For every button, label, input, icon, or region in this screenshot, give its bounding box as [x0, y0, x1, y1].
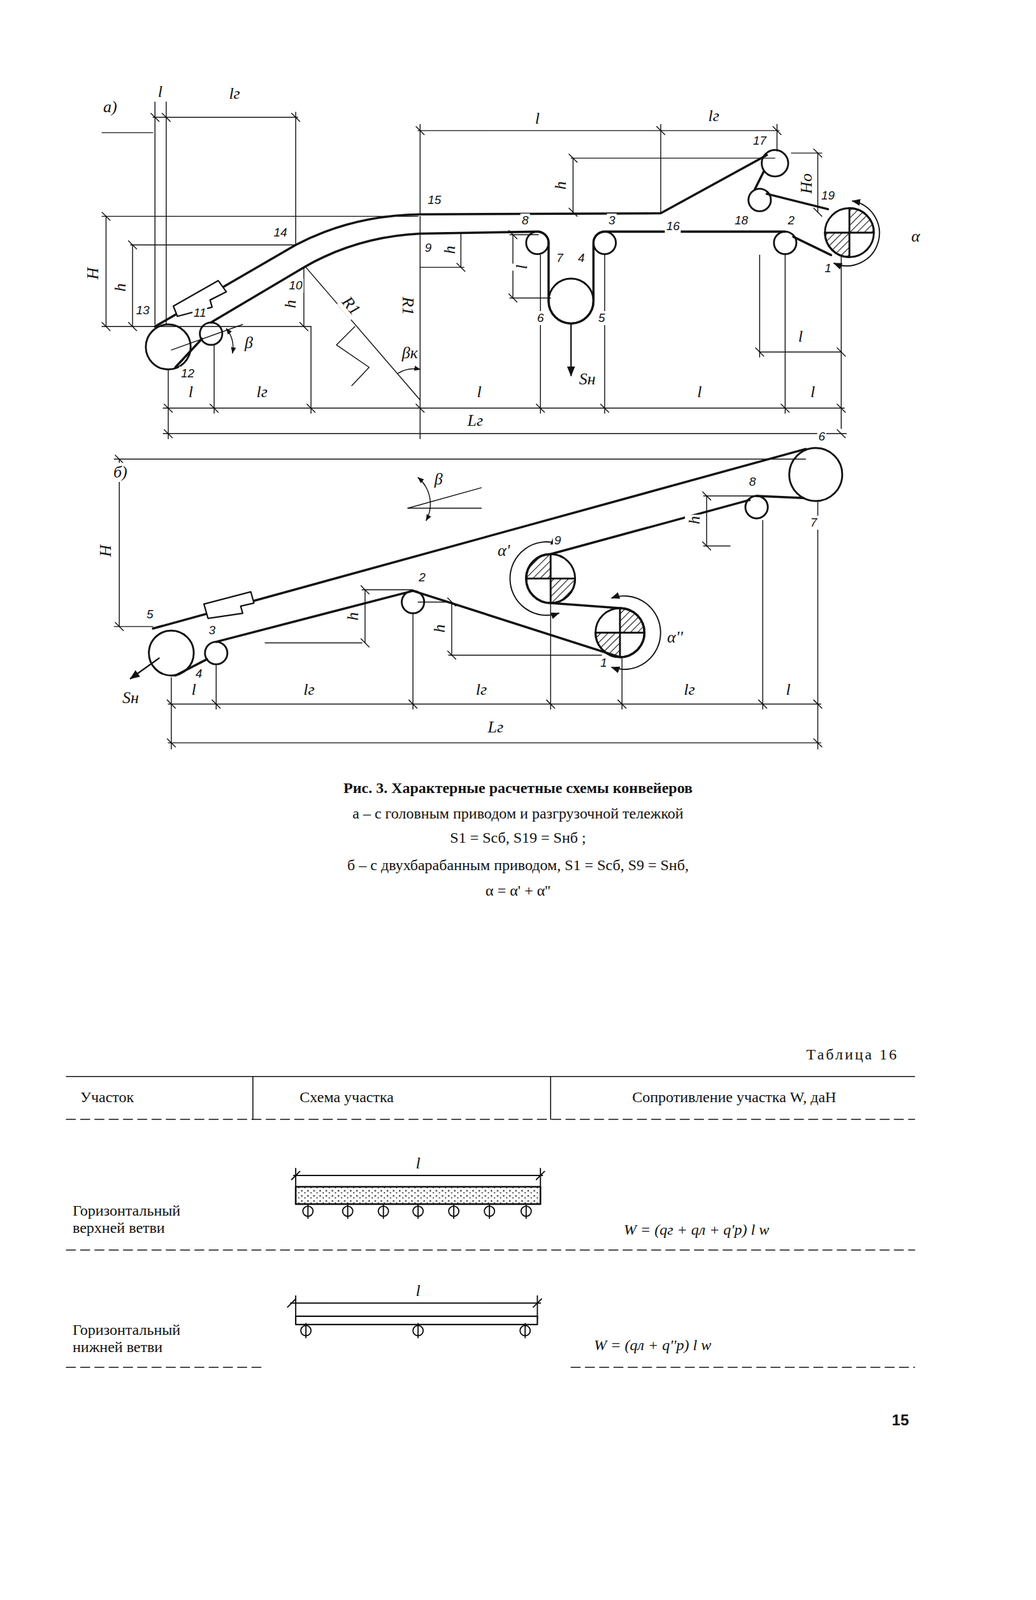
point-number: 5	[597, 310, 607, 325]
point-number: 5	[145, 607, 155, 622]
belt	[152, 448, 806, 675]
point-number: 11	[192, 305, 208, 320]
dimension-symbol: l	[156, 82, 164, 102]
dimension-symbol: h	[280, 298, 301, 310]
dimension-symbol: lг	[227, 84, 241, 104]
point-number: 2	[417, 570, 427, 585]
dimension-symbol: β	[433, 469, 445, 489]
dimension-symbol: R1	[398, 295, 418, 317]
dimension-symbol: H	[96, 543, 116, 559]
dimension-symbol: α'	[496, 540, 511, 561]
dimension-symbol: l	[809, 382, 817, 402]
dimension-symbol: Sн	[121, 688, 141, 708]
dimension-symbol: α	[909, 226, 922, 246]
dimension-symbol: R1	[336, 291, 365, 320]
figure-caption: Рис. 3. Характерные расчетные схемы конв…	[343, 778, 693, 796]
belt	[154, 154, 831, 367]
table-header: Сопротивление участка W, даН	[630, 1087, 838, 1105]
dimension-symbol: lг	[707, 106, 721, 126]
point-number: 12	[179, 366, 196, 381]
point-number: 9	[423, 240, 434, 255]
drums	[145, 149, 875, 369]
dimension-symbol: Lг	[486, 717, 505, 737]
dimension-symbol: h	[430, 623, 450, 634]
dimension-symbol: h	[440, 244, 460, 256]
page-number: 15	[890, 1410, 911, 1429]
dimension-symbol: βк	[400, 343, 420, 363]
table-header: Схема участка	[298, 1087, 396, 1105]
table-title: Таблица 16	[805, 1044, 901, 1063]
point-number: 4	[194, 666, 204, 681]
segment-scheme	[287, 1167, 545, 1338]
dimension-symbol: Sн	[577, 369, 598, 389]
point-number: 6	[817, 429, 828, 444]
point-number: 6	[535, 310, 546, 325]
caption-line: а – с головным приводом и разгрузочной т…	[351, 804, 685, 822]
point-number: 13	[134, 303, 151, 318]
point-number: 8	[520, 213, 531, 228]
point-number: 10	[287, 278, 304, 293]
point-number: 1	[598, 655, 609, 670]
dimension-symbol: lг	[302, 679, 316, 699]
dimension-symbol: lг	[255, 382, 269, 402]
dimension-symbol: h	[684, 514, 705, 526]
point-number: 17	[751, 133, 768, 148]
dimension-symbol: lг	[682, 679, 696, 699]
point-number: 3	[607, 213, 617, 228]
dimension-symbol: Hо	[797, 172, 817, 195]
point-number: 19	[820, 188, 836, 203]
table-cell: Горизонтальный нижней ветви	[71, 1320, 234, 1356]
caption-line: α = α' + α''	[484, 881, 552, 900]
dimension-symbol: l	[189, 679, 197, 699]
dimension-symbol: l	[187, 382, 195, 402]
table-cell: Горизонтальный верхней ветви	[71, 1201, 234, 1237]
point-number: 3	[207, 623, 218, 638]
point-number: 4	[576, 251, 587, 266]
dimension-symbol: lг	[474, 679, 489, 699]
formula: W = (qл + q''р) l w	[592, 1335, 713, 1353]
table-rules	[66, 1076, 915, 1367]
dimension-symbol: l	[414, 1153, 422, 1173]
table-header: Участок	[79, 1087, 136, 1105]
point-number: 8	[748, 474, 758, 489]
caption-line: б – с двухбарабанным приводом, S1 = Sсб,…	[345, 856, 691, 874]
point-number: 18	[733, 213, 750, 228]
dimension-symbol: h	[343, 610, 363, 622]
point-number: 15	[426, 193, 443, 208]
point-number: 9	[553, 533, 563, 548]
caption-line: S1 = Sсб, S19 = Sнб ;	[448, 828, 587, 847]
point-number: 7	[554, 251, 565, 266]
dimension-symbol: l	[475, 382, 483, 402]
point-number: 1	[823, 261, 833, 276]
point-number: 16	[665, 219, 682, 234]
dimension-symbol: β	[243, 333, 255, 353]
dimension-symbol: l	[695, 382, 703, 402]
point-number: 7	[809, 515, 819, 530]
dimension-symbol: α''	[665, 627, 685, 647]
formula: W = (qг + qл + q'р) l w	[622, 1220, 771, 1238]
dimension-symbol: б)	[112, 462, 129, 482]
dimension-symbol: l	[784, 679, 792, 699]
point-number: 2	[786, 213, 797, 228]
dimension-symbol: l	[533, 108, 541, 129]
dimension-symbol: H	[83, 266, 103, 281]
dimension-symbol: l	[414, 1280, 422, 1300]
dimension-symbol: а)	[101, 97, 119, 117]
point-number: 14	[272, 225, 289, 240]
dimension-symbol: l	[797, 326, 805, 346]
dimension-symbol: h	[110, 282, 130, 294]
dimension-symbol: l	[512, 263, 532, 271]
dimension-symbol: Lг	[465, 410, 485, 431]
dimension-symbol: h	[551, 180, 571, 192]
